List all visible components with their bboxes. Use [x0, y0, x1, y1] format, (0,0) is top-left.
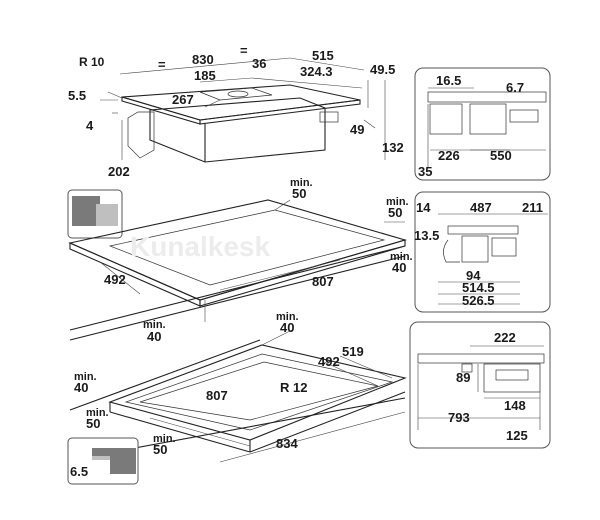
- dim-body-height: 49: [350, 122, 364, 137]
- dim-radius-corner: R 10: [79, 55, 105, 69]
- dim-duct-d1: 14: [416, 200, 431, 215]
- dim-cutout-min-side-2: min.40: [390, 251, 413, 275]
- dim-duct-d3: 211: [522, 200, 543, 215]
- dim-body-depth: 202: [108, 164, 130, 179]
- dim-cutout-min-rear: min.50: [290, 177, 313, 201]
- dim-flush-depth-outer: 519: [342, 344, 364, 359]
- dim-cutout-min-front: min.40: [143, 319, 166, 344]
- dim-height-total: 132: [382, 140, 404, 155]
- dim-duct-d6: 514.5: [462, 280, 495, 295]
- dim-vent-depth: 324.3: [300, 64, 333, 79]
- dim-rear-gap: 49.5: [370, 62, 395, 77]
- dim-vent-offset: 185: [194, 68, 216, 83]
- dim-flush-width-outer: 834: [276, 436, 298, 451]
- dim-side-depth-b: 550: [490, 148, 512, 163]
- dim-frame-height: 4: [86, 118, 94, 133]
- dim-flush-rebate: 6.5: [70, 464, 88, 479]
- dim-flush-min-top: min.40: [276, 311, 299, 335]
- dim-bottom-d2: 89: [456, 370, 470, 385]
- dim-duct-d5: 94: [466, 268, 481, 283]
- dim-bottom-d1: 222: [494, 330, 516, 345]
- flush-cutout-perspective: [67, 329, 407, 485]
- dim-duct-d2: 487: [470, 200, 492, 215]
- dim-side-top-depth: 6.7: [506, 80, 524, 95]
- duct-section-panel: [414, 191, 551, 313]
- dim-duct-d7: 526.5: [462, 293, 495, 308]
- dim-cutout-depth: 492: [104, 272, 126, 287]
- dim-duct-d4: 13.5: [414, 228, 439, 243]
- dim-side-top-width: 16.5: [436, 73, 461, 88]
- hob-top-view: [100, 57, 386, 163]
- dim-bottom-d4: 793: [448, 410, 470, 425]
- dim-flush-width-inner: 807: [206, 388, 228, 403]
- side-section-panel: [414, 67, 551, 181]
- cutout-perspective: Kunalkesk: [67, 189, 407, 341]
- dim-eq-right: =: [240, 43, 248, 58]
- dim-eq-left: =: [158, 57, 166, 72]
- dim-vent-width: 36: [252, 56, 266, 71]
- dim-side-height: 35: [418, 164, 432, 179]
- dim-hob-depth: 515: [312, 48, 334, 63]
- dim-flush-radius: R 12: [280, 380, 307, 395]
- dim-flush-min-left-1: min.40: [74, 371, 97, 395]
- watermark-text: Kunalkesk: [130, 231, 270, 262]
- dim-cutout-width: 807: [312, 274, 334, 289]
- dim-edge-thickness: 5.5: [68, 88, 86, 103]
- bottom-section-panel: [409, 321, 551, 449]
- dim-hob-width: 830: [192, 52, 214, 67]
- dim-flush-depth-inner: 492: [318, 354, 340, 369]
- dim-bottom-d5: 125: [506, 428, 528, 443]
- dim-vent-front: 267: [172, 92, 194, 107]
- dim-flush-min-left-2: min.50: [86, 407, 109, 431]
- dim-flush-min-front: min.50: [153, 433, 176, 457]
- dim-side-depth-a: 226: [438, 148, 460, 163]
- dim-cutout-min-side: min.50: [386, 196, 409, 220]
- dim-bottom-d3: 148: [504, 398, 526, 413]
